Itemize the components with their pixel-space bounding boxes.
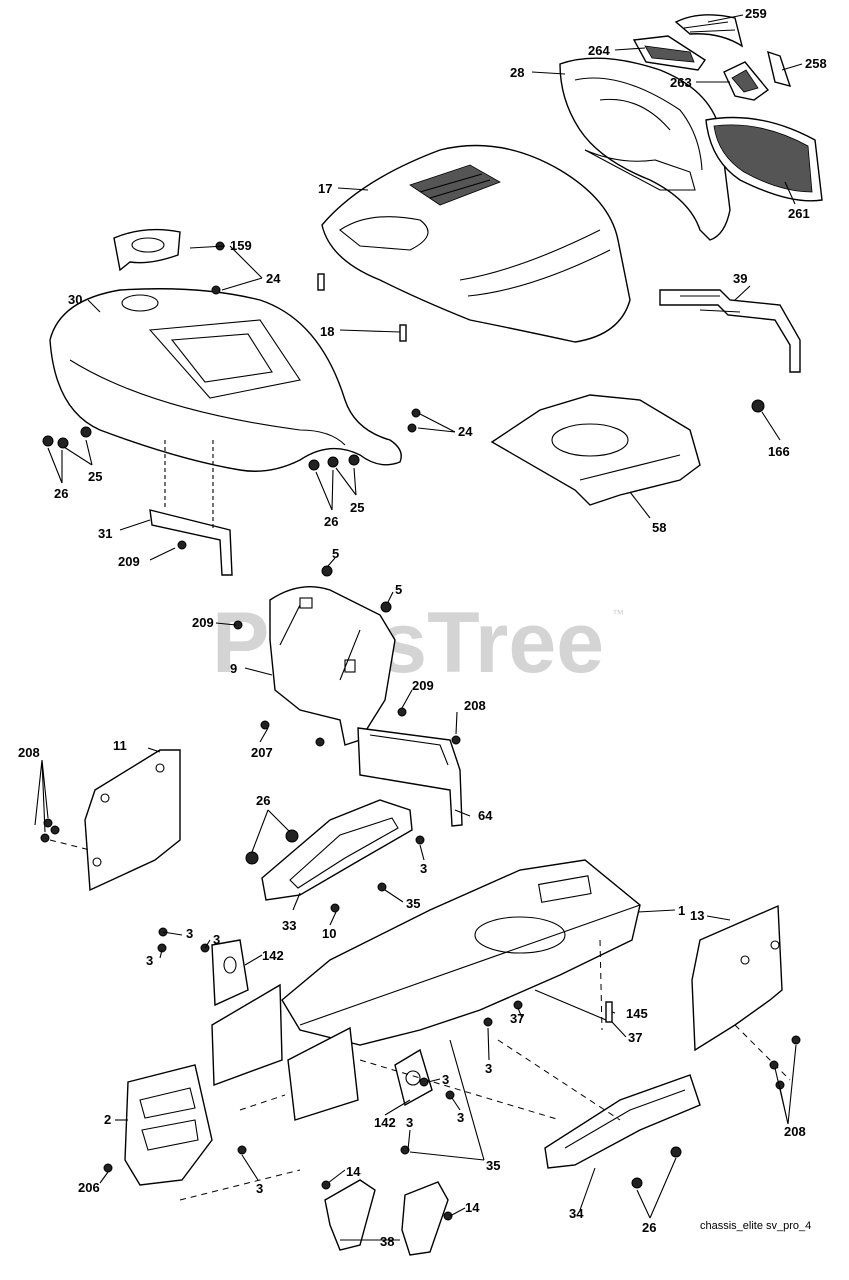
callout-207[interactable]: 207	[251, 745, 273, 760]
part-34[interactable]	[544, 1074, 701, 1169]
callout-3-h[interactable]: 3	[256, 1181, 263, 1196]
part-38[interactable]	[324, 1179, 449, 1256]
callout-3-e[interactable]: 3	[442, 1072, 449, 1087]
part-39[interactable]	[659, 289, 801, 373]
callout-3-d[interactable]: 3	[485, 1061, 492, 1076]
part-33[interactable]	[261, 799, 413, 901]
callout-166[interactable]: 166	[768, 444, 790, 459]
leader-lines	[34, 14, 803, 1241]
callout-3-b[interactable]: 3	[213, 932, 220, 947]
callout-33[interactable]: 33	[282, 918, 296, 933]
callout-30[interactable]: 30	[68, 292, 82, 307]
callout-14-right[interactable]: 14	[465, 1200, 480, 1215]
callout-26-left[interactable]: 26	[54, 486, 68, 501]
callout-2[interactable]: 2	[104, 1112, 111, 1127]
callout-28[interactable]: 28	[510, 65, 524, 80]
callout-labels: 259 264 258 28 263 261 17 159 30 24 18 3…	[18, 6, 827, 1249]
part-13[interactable]	[691, 904, 783, 1052]
callout-11[interactable]: 11	[113, 738, 127, 753]
callout-3-footrest[interactable]: 3	[420, 861, 427, 876]
callout-34[interactable]: 34	[569, 1206, 584, 1221]
callout-37-left[interactable]: 37	[510, 1011, 524, 1026]
part-58[interactable]	[490, 394, 701, 506]
part-11[interactable]	[84, 749, 181, 892]
callout-58[interactable]: 58	[652, 520, 666, 535]
callout-26-footrest[interactable]: 26	[256, 793, 270, 808]
callout-264[interactable]: 264	[588, 43, 610, 58]
callout-10[interactable]: 10	[322, 926, 336, 941]
part-5b[interactable]	[380, 601, 392, 613]
callout-9[interactable]: 9	[230, 661, 237, 676]
callout-37-right[interactable]: 37	[628, 1030, 642, 1045]
callout-208-console[interactable]: 208	[464, 698, 486, 713]
callout-64[interactable]: 64	[478, 808, 493, 823]
part-5a[interactable]	[321, 565, 333, 577]
part-17[interactable]	[321, 144, 631, 343]
part-2[interactable]	[124, 1064, 213, 1186]
part-259[interactable]	[674, 14, 744, 48]
callout-38[interactable]: 38	[380, 1234, 394, 1249]
callout-3-c[interactable]: 3	[146, 953, 153, 968]
part-18[interactable]	[317, 273, 407, 342]
part-142b[interactable]	[394, 1048, 433, 1107]
part-166[interactable]	[751, 399, 765, 413]
callout-17[interactable]: 17	[318, 181, 332, 196]
callout-35-lower[interactable]: 35	[486, 1158, 500, 1173]
front-bracket-left[interactable]	[211, 983, 283, 1086]
callout-142-left[interactable]: 142	[262, 948, 284, 963]
part-145[interactable]	[534, 989, 613, 1023]
part-64[interactable]	[357, 727, 463, 827]
callout-206[interactable]: 206	[78, 1180, 100, 1195]
callout-14-left[interactable]: 14	[346, 1164, 361, 1179]
bolts	[40, 241, 801, 1221]
callout-159[interactable]: 159	[230, 238, 252, 253]
callout-5-lower[interactable]: 5	[395, 582, 402, 597]
callout-31[interactable]: 31	[98, 526, 112, 541]
callout-263[interactable]: 263	[670, 75, 692, 90]
callout-209-upper[interactable]: 209	[118, 554, 140, 569]
part-1[interactable]	[281, 859, 641, 1046]
callout-24-upper[interactable]: 24	[266, 271, 281, 286]
callout-26-right[interactable]: 26	[324, 514, 338, 529]
callout-209-right[interactable]: 209	[412, 678, 434, 693]
callout-209-mid[interactable]: 209	[192, 615, 214, 630]
part-142a[interactable]	[211, 939, 249, 1007]
callout-259[interactable]: 259	[745, 6, 767, 21]
part-261[interactable]	[705, 116, 823, 202]
callout-5-upper[interactable]: 5	[332, 546, 339, 561]
diagram-caption: chassis_elite sv_pro_4	[700, 1220, 811, 1232]
callout-3-g[interactable]: 3	[406, 1115, 413, 1130]
callout-24-lower[interactable]: 24	[458, 424, 473, 439]
part-31[interactable]	[149, 509, 233, 576]
part-28[interactable]	[559, 57, 731, 241]
part-9[interactable]	[269, 585, 396, 746]
callout-3-f[interactable]: 3	[457, 1110, 464, 1125]
callout-258[interactable]: 258	[805, 56, 827, 71]
callout-145[interactable]: 145	[626, 1006, 648, 1021]
callout-39[interactable]: 39	[733, 271, 747, 286]
callout-25-right[interactable]: 25	[350, 500, 364, 515]
part-258[interactable]	[767, 50, 792, 88]
part-264[interactable]	[632, 35, 706, 71]
front-bracket-center[interactable]	[287, 1026, 359, 1121]
part-30[interactable]	[49, 288, 402, 472]
callout-261[interactable]: 261	[788, 206, 810, 221]
callout-208-left[interactable]: 208	[18, 745, 40, 760]
callout-1[interactable]: 1	[678, 903, 685, 918]
callout-142-right[interactable]: 142	[374, 1115, 396, 1130]
callout-25-left[interactable]: 25	[88, 469, 102, 484]
part-159[interactable]	[113, 228, 181, 272]
callout-35-upper[interactable]: 35	[406, 896, 420, 911]
callout-208-right[interactable]: 208	[784, 1124, 806, 1139]
callout-13[interactable]: 13	[690, 908, 704, 923]
part-263[interactable]	[723, 61, 770, 101]
callout-26-bottom[interactable]: 26	[642, 1220, 656, 1235]
watermark-trademark: ™	[612, 607, 624, 621]
callout-3-a[interactable]: 3	[186, 926, 193, 941]
callout-18[interactable]: 18	[320, 324, 334, 339]
